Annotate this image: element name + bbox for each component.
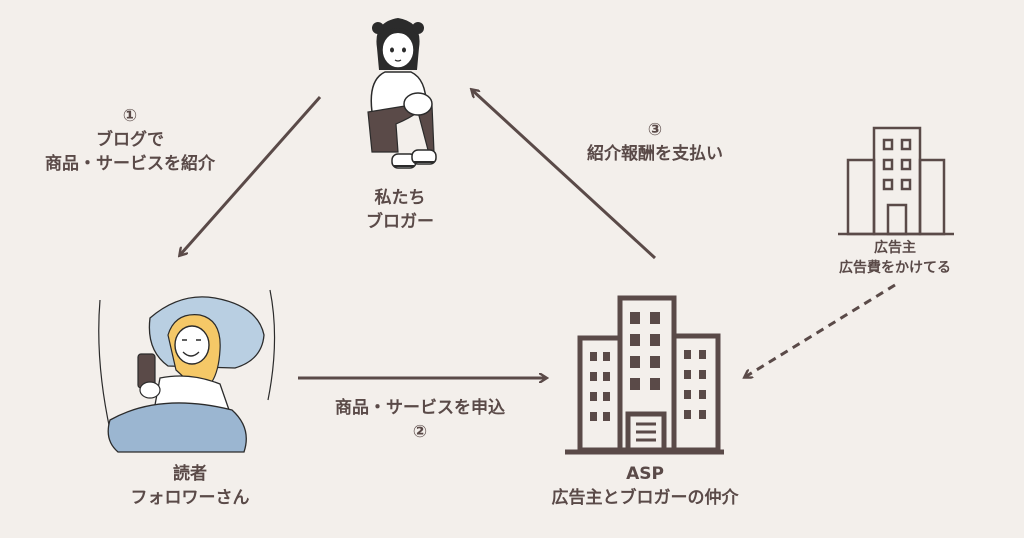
- advertiser-label-line1: 広告主: [874, 240, 916, 256]
- step1-line1: ブログで: [96, 130, 164, 150]
- blogger-label: 私たち ブロガー: [340, 186, 460, 234]
- asp-label: ASP 広告主とブロガーの仲介: [520, 462, 770, 510]
- step3-text: 紹介報酬を支払い: [587, 144, 723, 164]
- asp-buildings-icon: [565, 295, 724, 455]
- step2-label: 商品・サービスを申込 ②: [300, 396, 540, 444]
- arrow-blogger-to-reader: [180, 96, 322, 255]
- asp-building-windows: [590, 312, 706, 421]
- step3-label: ③ 紹介報酬を支払い: [560, 118, 750, 166]
- advertiser-label-line2: 広告費をかけてる: [839, 260, 951, 276]
- reader-illustration: [98, 289, 276, 453]
- asp-label-line1: ASP: [626, 464, 664, 484]
- step1-label: ① ブログで 商品・サービスを紹介: [20, 104, 240, 176]
- reader-label: 読者 フォロワーさん: [90, 462, 290, 510]
- blogger-label-line2: ブロガー: [366, 212, 434, 232]
- advertiser-building-icon: [838, 126, 954, 236]
- step3-number: ③: [647, 120, 663, 140]
- reader-label-line1: 読者: [173, 464, 207, 484]
- asp-label-line2: 広告主とブロガーの仲介: [551, 488, 739, 508]
- step2-text: 商品・サービスを申込: [335, 398, 505, 418]
- blogger-girl-illustration: [367, 18, 437, 169]
- step1-number: ①: [122, 106, 138, 126]
- step1-line2: 商品・サービスを紹介: [45, 154, 215, 174]
- step2-number: ②: [412, 422, 428, 442]
- blogger-label-line1: 私たち: [374, 188, 426, 208]
- reader-label-line2: フォロワーさん: [130, 488, 250, 508]
- arrow-advertiser-to-asp-dashed: [745, 283, 896, 377]
- advertiser-label: 広告主 広告費をかけてる: [810, 238, 980, 278]
- arrow-asp-to-blogger: [472, 90, 657, 260]
